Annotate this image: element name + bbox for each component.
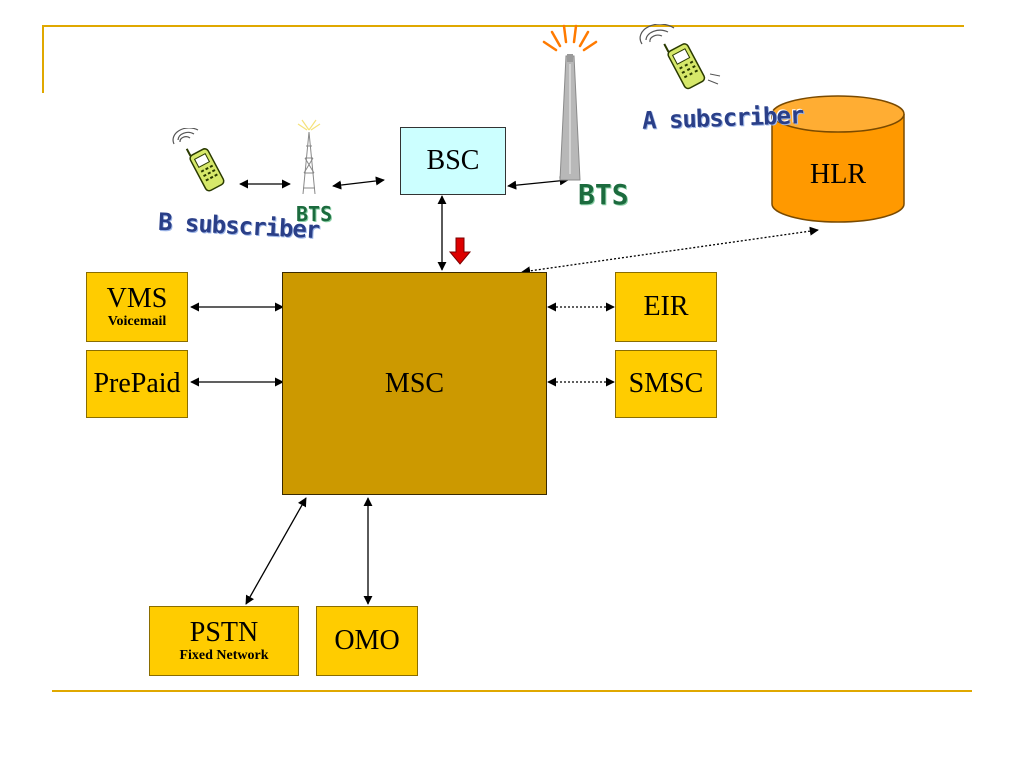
omo-title: OMO xyxy=(334,625,400,657)
vms-title: VMS xyxy=(106,282,168,314)
mobile-phone-icon xyxy=(172,128,225,192)
smsc-node: SMSC xyxy=(615,350,717,418)
bts-left-label: BTS xyxy=(296,202,333,226)
hlr-label: HLR xyxy=(768,155,908,195)
link-hlr-msc xyxy=(521,226,819,276)
pstn-subtitle: Fixed Network xyxy=(179,648,269,664)
eir-title: EIR xyxy=(643,291,689,323)
msc-node: MSC xyxy=(282,272,547,495)
vms-subtitle: Voicemail xyxy=(107,314,167,330)
omo-node: OMO xyxy=(316,606,418,676)
bottom-accent-line xyxy=(52,690,972,692)
bts-right-label: BTS xyxy=(578,178,629,211)
pstn-title: PSTN xyxy=(189,616,259,648)
msc-title: MSC xyxy=(384,367,445,399)
top-accent-line xyxy=(42,25,964,27)
bsc-node: BSC xyxy=(400,127,506,195)
link-msc-pstn xyxy=(245,497,307,605)
red-down-arrow-icon xyxy=(448,237,472,265)
eir-node: EIR xyxy=(615,272,717,342)
vms-node: VMS Voicemail xyxy=(86,272,188,342)
prepaid-node: PrePaid xyxy=(86,350,188,418)
hlr-title: HLR xyxy=(810,159,866,191)
a-subscriber-label: A subscriber xyxy=(641,101,804,135)
hlr-cylinder xyxy=(771,95,905,223)
prepaid-title: PrePaid xyxy=(93,368,181,400)
bsc-title: BSC xyxy=(426,145,480,177)
bts-antenna-tower-icon xyxy=(297,119,321,195)
link-bsc-bts xyxy=(507,176,569,190)
smsc-title: SMSC xyxy=(628,368,704,400)
bts-antenna-tower-icon xyxy=(542,24,598,181)
left-accent-line xyxy=(42,25,44,93)
mobile-phone-icon xyxy=(639,24,721,90)
link-bts-bsc xyxy=(332,176,385,190)
pstn-node: PSTN Fixed Network xyxy=(149,606,299,676)
